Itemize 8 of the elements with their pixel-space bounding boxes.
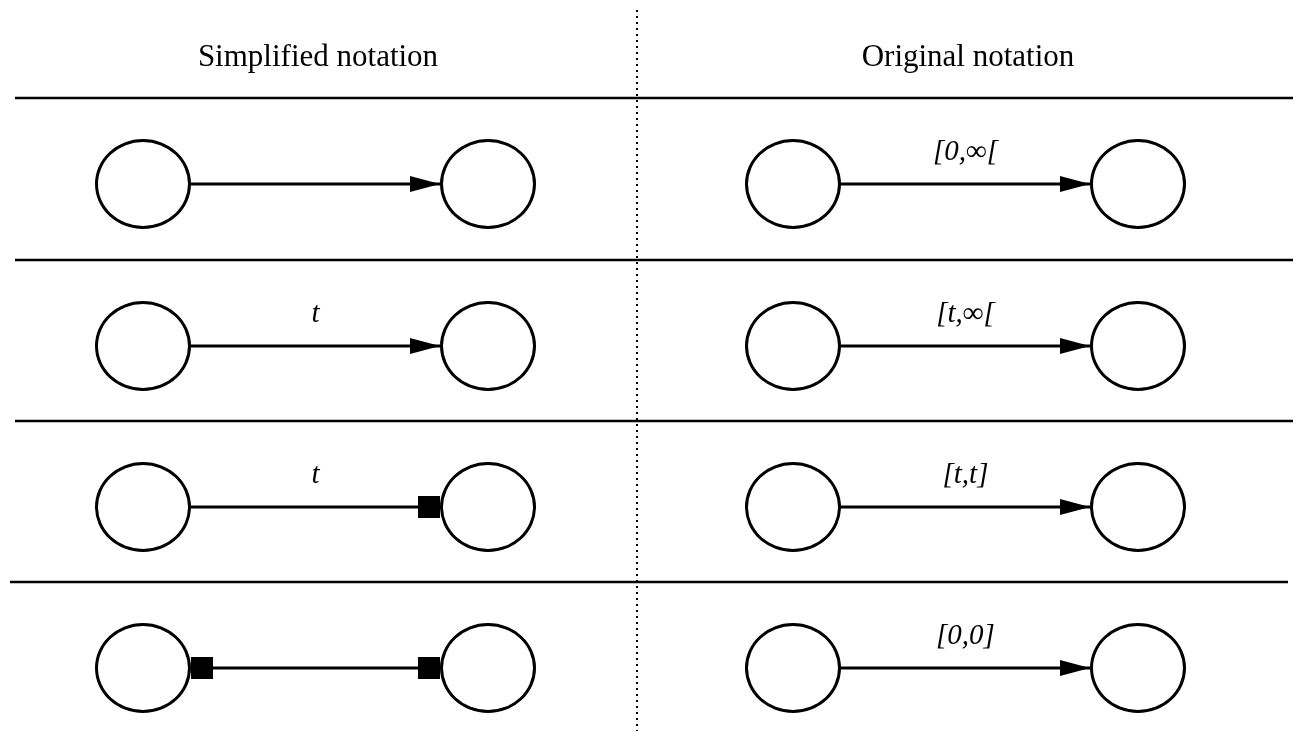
arrow [841, 499, 1090, 515]
arrow [191, 338, 440, 354]
column-header: Simplified notation [196, 38, 440, 74]
arrow [841, 176, 1090, 192]
arrow [191, 176, 440, 192]
column-header: Original notation [860, 38, 1076, 74]
arrow [841, 338, 1090, 354]
arrow [841, 660, 1090, 676]
